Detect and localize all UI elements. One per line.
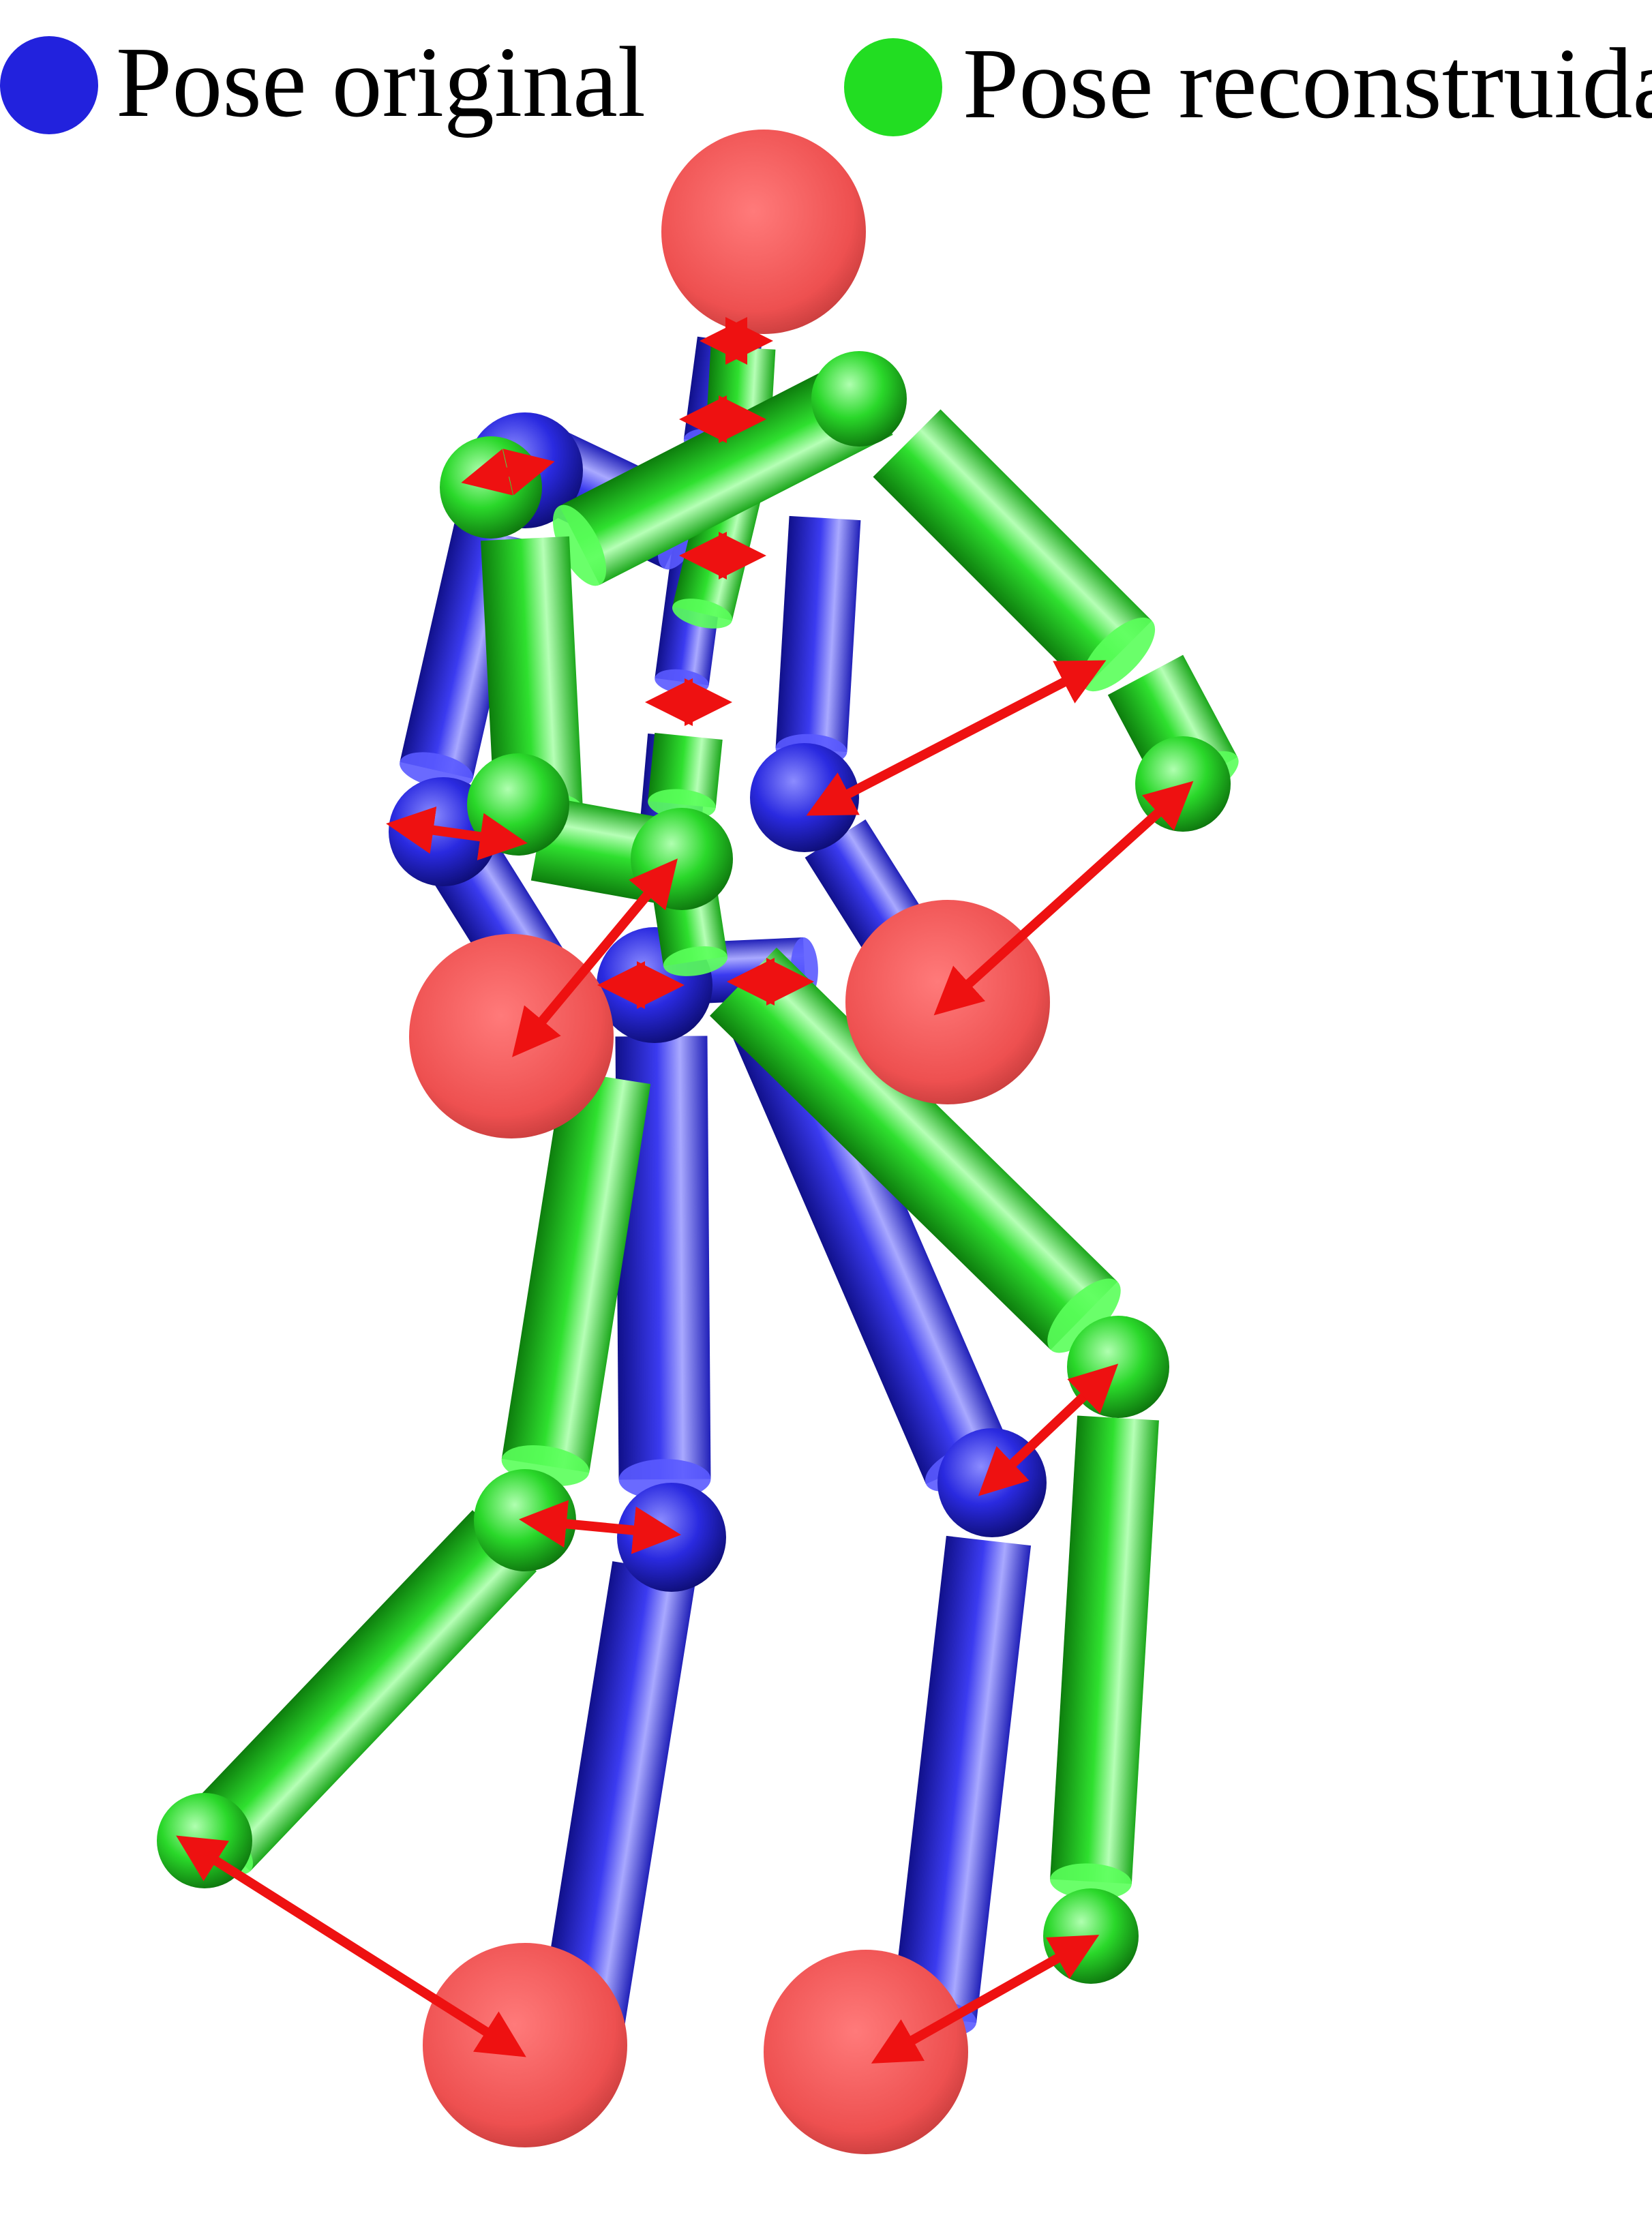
error-arrows xyxy=(176,317,1194,2064)
reconstructed-left-thigh-bone xyxy=(710,948,1121,1353)
legend-label-original: Pose original xyxy=(116,27,646,138)
error-arrow-knee-right xyxy=(519,1500,681,1554)
legend-item-original: Pose original xyxy=(0,27,646,138)
left-foot-target-sphere xyxy=(764,1950,968,2154)
legend-label-reconstructed: Pose reconstruida xyxy=(963,28,1652,140)
error-arrow-right-wrist xyxy=(512,858,678,1057)
reconstructed-shoulder-left-joint xyxy=(811,351,907,447)
original-left-upperarm-bone xyxy=(775,515,861,766)
reconstructed-left-shin-bone xyxy=(1050,1415,1159,1900)
right-hand-target-sphere xyxy=(409,934,614,1138)
error-arrow-right-elbow xyxy=(386,806,528,860)
legend-item-reconstructed: Pose reconstruida xyxy=(844,28,1652,140)
reconstructed-clavicle-bone xyxy=(552,356,893,586)
legend-swatch-reconstructed xyxy=(844,38,942,136)
legend: Pose original Pose reconstruida xyxy=(0,27,1652,140)
head-target-sphere xyxy=(661,130,866,334)
reconstructed-ankle-left-joint xyxy=(1043,1888,1139,1984)
right-foot-target-sphere xyxy=(423,1943,627,2147)
error-arrow-knee-left xyxy=(978,1363,1119,1496)
error-arrow-left-elbow xyxy=(806,660,1107,816)
error-arrow-ankle-left xyxy=(871,1935,1100,2064)
reconstructed-left-upperarm-bone xyxy=(873,409,1156,692)
error-arrow-ankle-right xyxy=(176,1835,526,2057)
legend-swatch-original xyxy=(0,36,98,134)
original-knee-right-joint xyxy=(617,1483,726,1592)
error-arrow-left-wrist xyxy=(933,781,1194,1016)
error-arrow-right-shoulder xyxy=(461,449,555,496)
reconstructed-shoulder-right-joint xyxy=(440,436,542,539)
